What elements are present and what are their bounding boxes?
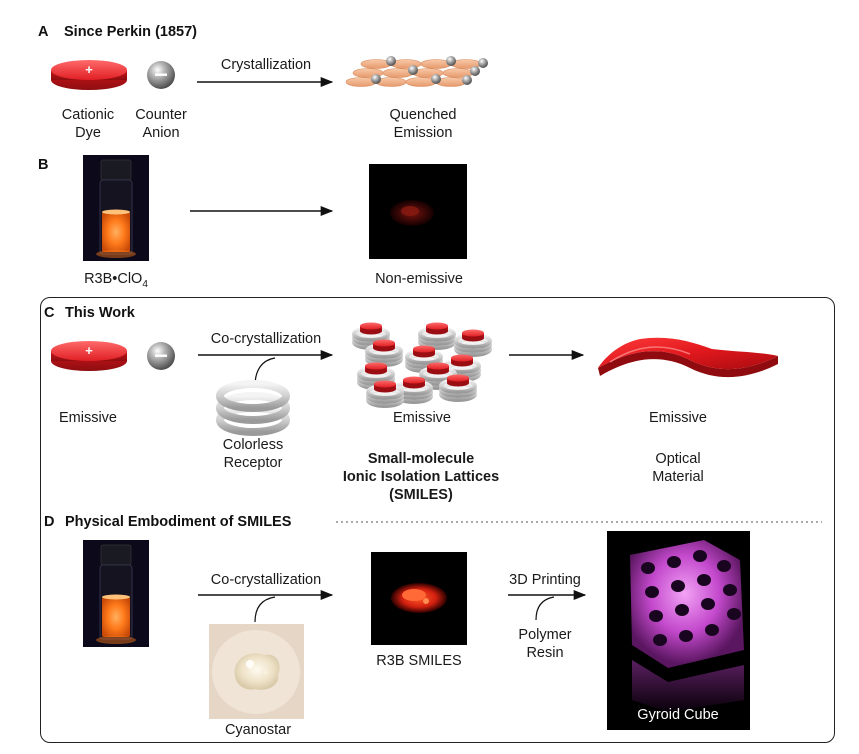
panel-a-letter: A — [38, 24, 49, 40]
lattice-unit — [357, 362, 395, 390]
r3b-smiles-label: R3B SMILES — [376, 653, 462, 669]
svg-text:+: + — [85, 343, 93, 358]
counter-anion-sphere-c — [147, 342, 175, 370]
gyroid-hole — [667, 556, 681, 568]
gyroid-hole — [641, 562, 655, 574]
r3b-smiles-powder-photo — [371, 552, 467, 645]
panel-b-letter: B — [38, 157, 49, 173]
emissive-lattice-label: Emissive — [392, 410, 451, 426]
lattice-unit — [405, 345, 443, 373]
smiles-label-line3: (SMILES) — [389, 487, 453, 503]
vial-photo-b — [83, 155, 149, 261]
panel-cd-frame — [40, 297, 835, 743]
material-label-line2: Material — [652, 469, 704, 485]
cation-label-line2: Dye — [75, 125, 101, 141]
panel-d-title: Physical Embodiment of SMILES — [65, 514, 292, 530]
colorless-receptor-rings — [216, 380, 290, 436]
nonemissive-label: Non-emissive — [375, 271, 463, 287]
gyroid-hole — [701, 598, 715, 610]
gyroid-hole — [679, 630, 693, 642]
cation-label-line1: Cationic — [61, 107, 115, 123]
gyroid-hole — [727, 608, 741, 620]
lattice-unit — [418, 322, 456, 350]
smiles-label-line1: Small-molecule — [367, 451, 475, 467]
receptor-label-line2: Receptor — [223, 455, 283, 471]
gyroid-hole — [693, 550, 707, 562]
nonemissive-powder-photo — [369, 164, 467, 259]
emissive-dye-label: Emissive — [58, 410, 117, 426]
gyroid-hole — [649, 610, 663, 622]
smiles-lattice-cluster — [352, 322, 492, 408]
gyroid-hole — [671, 580, 685, 592]
cyanostar-photo — [209, 624, 304, 719]
anion-label-line2: Anion — [142, 125, 180, 141]
crystallization-label-a: Crystallization — [220, 57, 312, 73]
panel-c-title: This Work — [65, 305, 135, 321]
vial-photo-d — [83, 540, 149, 647]
gyroid-cube-label: Gyroid Cube — [637, 707, 719, 723]
resin-label-line1: Polymer — [518, 627, 572, 643]
anion-label-line1: Counter — [135, 107, 187, 123]
quenched-label-line1: Quenched — [389, 107, 457, 123]
3d-printing-label: 3D Printing — [509, 572, 581, 588]
gyroid-hole — [645, 586, 659, 598]
quenched-label-line2: Emission — [393, 125, 453, 141]
gyroid-hole — [675, 604, 689, 616]
material-label-line1: Optical — [655, 451, 701, 467]
receptor-label-line1: Colorless — [222, 437, 284, 453]
resin-curve — [535, 596, 555, 621]
panel-d-letter: D — [44, 514, 55, 530]
cationic-dye-disk-c: + — [51, 341, 127, 371]
svg-text:+: + — [85, 62, 93, 77]
gyroid-cube-photo — [607, 531, 750, 730]
lattice-unit — [454, 329, 492, 357]
smiles-label-line2: Ionic Isolation Lattices — [342, 469, 500, 485]
lattice-unit — [439, 374, 477, 402]
cyanostar-curve — [254, 596, 276, 623]
panel-a-title: Since Perkin (1857) — [64, 24, 197, 40]
cyanostar-label: Cyanostar — [224, 722, 292, 738]
cocrystallization-label-d: Co-crystallization — [210, 572, 322, 588]
cocrystallization-label-c: Co-crystallization — [210, 331, 322, 347]
gyroid-hole — [653, 634, 667, 646]
panel-c-letter: C — [44, 305, 55, 321]
gyroid-hole — [705, 624, 719, 636]
counter-anion-sphere-a — [147, 61, 175, 89]
gyroid-hole — [717, 560, 731, 572]
optical-material-sheet — [598, 337, 778, 378]
gyroid-hole — [697, 574, 711, 586]
lattice-unit — [366, 380, 404, 408]
resin-label-line2: Resin — [526, 645, 564, 661]
quenched-stack — [345, 56, 488, 87]
emissive-material-label: Emissive — [648, 410, 707, 426]
cationic-dye-disk-a: + — [51, 60, 127, 90]
vial-label-b: R3B•ClO4 — [84, 271, 148, 290]
gyroid-hole — [723, 584, 737, 596]
